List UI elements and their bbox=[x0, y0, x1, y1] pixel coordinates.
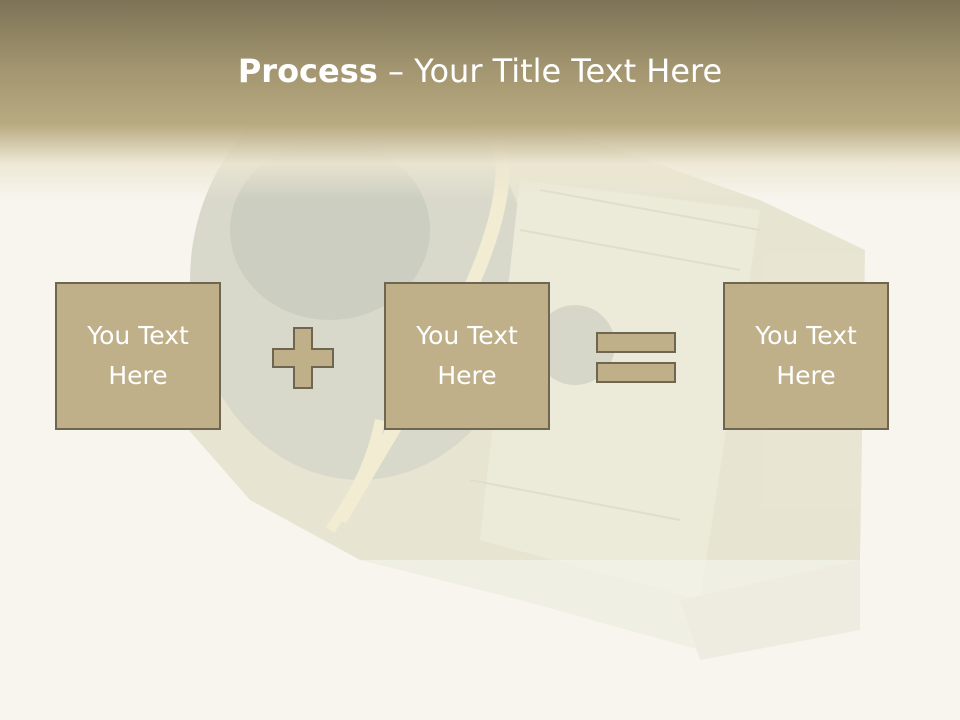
process-box-2[interactable]: You Text Here bbox=[384, 282, 550, 430]
process-box-label: You Text Here bbox=[87, 321, 189, 390]
plus-icon bbox=[272, 327, 334, 389]
slide-title: Process – Your Title Text Here bbox=[0, 52, 960, 90]
process-box-label: You Text Here bbox=[416, 321, 518, 390]
process-box-label: You Text Here bbox=[755, 321, 857, 390]
header-band bbox=[0, 0, 960, 200]
title-bold: Process bbox=[237, 52, 378, 90]
title-rest: – Your Title Text Here bbox=[377, 52, 723, 90]
equals-icon bbox=[596, 332, 676, 383]
process-box-3[interactable]: You Text Here bbox=[723, 282, 889, 430]
process-box-1[interactable]: You Text Here bbox=[55, 282, 221, 430]
